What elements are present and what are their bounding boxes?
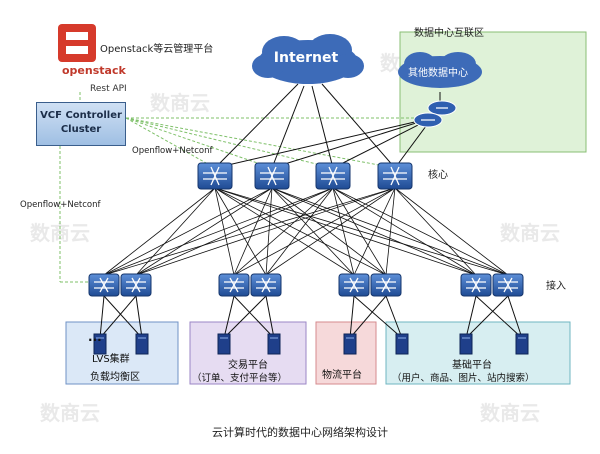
core-switch-icon	[197, 162, 233, 190]
trade-zone-label-1: 交易平台	[228, 360, 268, 371]
diagram-caption: 云计算时代的数据中心网络架构设计	[212, 426, 388, 439]
openstack-title: Openstack等云管理平台	[100, 44, 214, 55]
dc-interconnect-title: 数据中心互联区	[414, 28, 484, 39]
server-icon	[395, 333, 409, 355]
vcf-controller-line2: Cluster	[60, 124, 102, 135]
watermark-text: 数商云	[500, 221, 560, 245]
openflow-netconf-label-2: Openflow+Netconf	[20, 200, 101, 210]
base-zone	[385, 321, 571, 385]
openstack-logo	[58, 24, 96, 62]
watermark-text: 数商云	[150, 91, 210, 115]
server-icon	[459, 333, 473, 355]
dc-interconnect-zone	[399, 31, 587, 153]
logistics-zone-label: 物流平台	[322, 370, 362, 381]
access-switch-icon	[338, 273, 370, 297]
core-access-mesh	[103, 187, 509, 276]
openflow-netconf-label-1: Openflow+Netconf	[132, 146, 213, 156]
watermark-text: 数商云	[480, 401, 540, 425]
lvs-more-dots: ...	[88, 330, 102, 344]
server-icon	[93, 333, 107, 355]
core-switch-icon	[315, 162, 351, 190]
core-switch-icon	[377, 162, 413, 190]
access-switches	[88, 273, 524, 297]
rest-api-label: Rest API	[90, 84, 127, 94]
core-layer-label: 核心	[428, 170, 448, 181]
access-switch-icon	[120, 273, 152, 297]
lvs-zone-label-1: LVS集群	[92, 354, 130, 365]
trade-zone	[189, 321, 307, 385]
server-icon	[515, 333, 529, 355]
access-switch-icon	[492, 273, 524, 297]
access-switch-icon	[460, 273, 492, 297]
openstack-logo-text: openstack	[62, 64, 126, 77]
other-dc-label: 其他数据中心	[408, 68, 468, 79]
dc-router-icon	[413, 100, 457, 128]
access-server-links	[99, 295, 523, 339]
server-icon	[135, 333, 149, 355]
lvs-zone	[65, 321, 179, 385]
core-switches	[197, 162, 413, 190]
other-dc-cloud	[398, 52, 482, 88]
vcf-controller-line1: VCF Controller	[40, 110, 122, 121]
lvs-zone-label-2: 负载均衡区	[90, 372, 140, 383]
server-icon	[343, 333, 357, 355]
base-zone-label-2: （用户、商品、图片、站内搜索）	[392, 373, 535, 384]
core-switch-icon	[254, 162, 290, 190]
access-switch-icon	[370, 273, 402, 297]
base-zone-label-1: 基础平台	[452, 360, 492, 371]
access-switch-icon	[250, 273, 282, 297]
server-icon	[217, 333, 231, 355]
access-switch-icon	[218, 273, 250, 297]
internet-links	[214, 83, 396, 169]
internet-cloud	[252, 34, 364, 84]
internet-label: Internet	[273, 50, 339, 66]
server-icon	[267, 333, 281, 355]
access-switch-icon	[88, 273, 120, 297]
servers	[93, 333, 529, 355]
trade-zone-label-2: （订单、支付平台等）	[192, 373, 288, 384]
access-layer-label: 接入	[546, 281, 566, 292]
watermark-text: 数商云	[40, 401, 100, 425]
vcf-controller-box: VCF Controller Cluster	[36, 102, 126, 146]
